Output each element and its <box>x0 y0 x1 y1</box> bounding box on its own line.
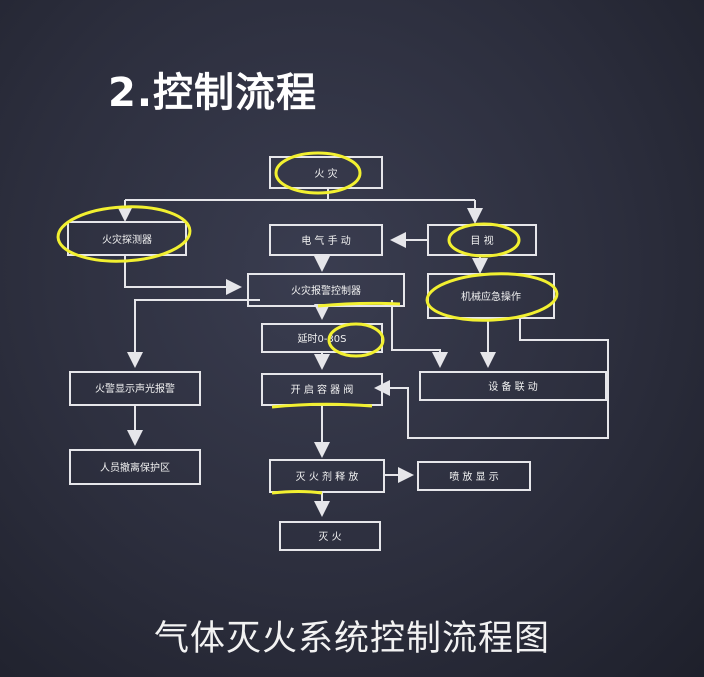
highlight-circle-onsite <box>447 222 521 258</box>
node-detector: 火灾探测器 <box>67 221 187 256</box>
connectors <box>117 188 609 517</box>
highlight-underline-discharge <box>271 490 323 495</box>
node-discharge: 灭 火 剂 释 放 <box>269 459 385 493</box>
node-onsite-label: 目 视 <box>470 234 493 247</box>
node-alarm-label: 火警显示声光报警 <box>95 382 175 395</box>
node-alarm: 火警显示声光报警 <box>69 371 201 406</box>
node-linkage: 设 备 联 动 <box>419 371 607 401</box>
node-spray: 喷 放 显 示 <box>417 461 531 491</box>
node-fire: 火 灾 <box>269 156 383 189</box>
node-extinguish: 灭 火 <box>279 521 381 551</box>
slide-title: 2.控制流程 <box>108 70 318 116</box>
highlight-circle-detector <box>56 205 192 263</box>
highlight-circle-mechanical <box>425 272 559 322</box>
arrow-mechanical-to-valve <box>374 318 609 439</box>
highlight-underline-controller <box>317 301 401 308</box>
node-evacuate-label: 人员撤离保护区 <box>100 461 170 474</box>
node-detector-label: 火灾探测器 <box>102 233 152 246</box>
highlight-circle-delay <box>327 322 385 358</box>
node-electric-manual: 电 气 手 动 <box>269 224 383 256</box>
node-valve: 开 启 容 器 阀 <box>261 373 383 406</box>
arrow-controller-to-alarm <box>127 299 260 368</box>
node-extinguish-label: 灭 火 <box>318 531 341 543</box>
highlight-underline-valve <box>271 402 373 409</box>
highlight-annotations <box>56 151 559 495</box>
arrow-detector-to-controller <box>124 255 242 295</box>
node-evacuate: 人员撤离保护区 <box>69 449 201 485</box>
node-controller: 火灾报警控制器 <box>247 273 405 307</box>
node-valve-label: 开 启 容 器 阀 <box>291 383 354 396</box>
node-spray-label: 喷 放 显 示 <box>449 470 499 483</box>
diagram-caption: 气体灭火系统控制流程图 <box>153 619 550 659</box>
node-linkage-label: 设 备 联 动 <box>488 380 538 393</box>
highlight-circle-fire <box>274 151 362 195</box>
node-delay-label: 延时0-30S <box>297 333 346 345</box>
node-electric-manual-label: 电 气 手 动 <box>301 234 351 247</box>
node-discharge-label: 灭 火 剂 释 放 <box>296 470 359 483</box>
node-delay: 延时0-30S <box>261 323 383 353</box>
node-mechanical-label: 机械应急操作 <box>461 290 521 303</box>
node-controller-label: 火灾报警控制器 <box>291 284 361 297</box>
arrow-controller-to-linkage <box>391 300 448 368</box>
node-fire-label: 火 灾 <box>314 167 337 180</box>
